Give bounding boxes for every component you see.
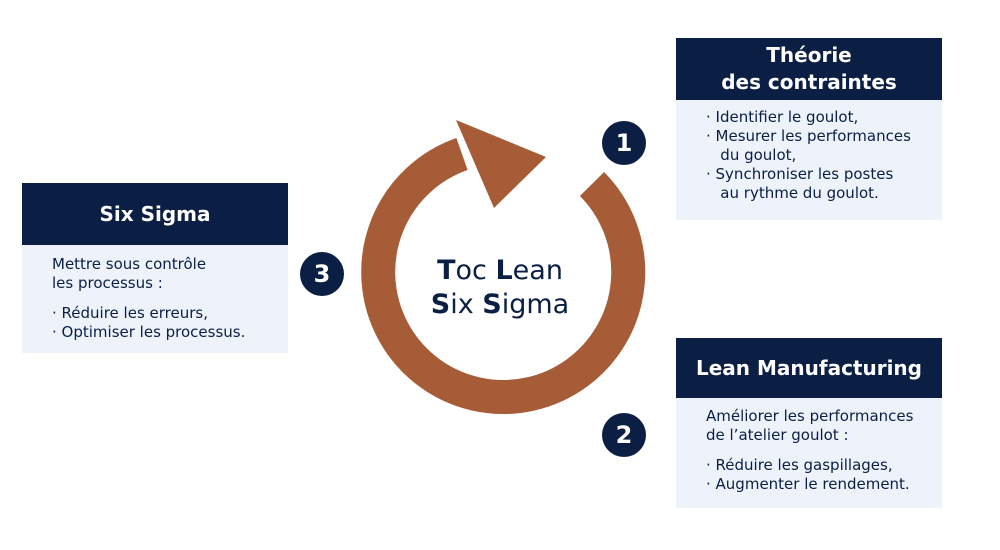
cycle-arc xyxy=(361,137,646,414)
cycle-arrowhead xyxy=(456,120,546,208)
toc-body: · Identifier le goulot, · Mesurer les pe… xyxy=(676,100,942,203)
center-title-line-2-segment: S xyxy=(482,289,502,320)
step-2-badge: 2 xyxy=(602,413,646,457)
center-title-line-1: Toc Lean xyxy=(380,255,620,286)
lean-body: Améliorer les performances de l’atelier … xyxy=(676,398,942,494)
lean-card: Lean Manufacturing Améliorer les perform… xyxy=(676,338,942,508)
lean-intro-line: Améliorer les performances xyxy=(706,407,914,425)
center-title-line-1-segment: oc xyxy=(455,255,496,286)
six-sigma-body: Mettre sous contrôle les processus : · R… xyxy=(22,245,288,342)
toc-card: Théorie des contraintes · Identifier le … xyxy=(676,38,942,220)
step-1-badge: 1 xyxy=(602,121,646,165)
six-sigma-title: Six Sigma xyxy=(22,183,288,245)
lean-bullet: · Augmenter le rendement. xyxy=(706,475,910,493)
toc-line: au rythme du goulot. xyxy=(706,184,879,202)
lean-bullet: · Réduire les gaspillages, xyxy=(706,456,893,474)
toc-title-line-1: Théorie xyxy=(766,43,852,67)
six-sigma-bullet: · Réduire les erreurs, xyxy=(52,304,208,322)
center-title-line-1-segment: ean xyxy=(512,255,563,286)
center-title-line-2: Six Sigma xyxy=(380,289,620,320)
center-title-line-1-segment: L xyxy=(495,255,513,286)
toc-line: du goulot, xyxy=(706,146,797,164)
lean-title: Lean Manufacturing xyxy=(676,338,942,398)
toc-line: · Mesurer les performances xyxy=(706,127,911,145)
toc-title-line-2: des contraintes xyxy=(721,70,897,94)
center-title-line-2-segment: igma xyxy=(501,289,570,320)
six-sigma-intro-line: les processus : xyxy=(52,274,163,292)
six-sigma-intro-line: Mettre sous contrôle xyxy=(52,255,207,273)
lean-intro-line: de l’atelier goulot : xyxy=(706,426,849,444)
center-title-line-1-segment: T xyxy=(437,255,456,286)
toc-title: Théorie des contraintes xyxy=(676,38,942,100)
center-title-line-2-segment: ix xyxy=(450,289,483,320)
center-title-line-2-segment: S xyxy=(430,289,451,320)
six-sigma-card: Six Sigma Mettre sous contrôle les proce… xyxy=(22,183,288,353)
step-3-badge: 3 xyxy=(300,252,344,296)
toc-line: · Identifier le goulot, xyxy=(706,108,859,126)
six-sigma-bullet: · Optimiser les processus. xyxy=(52,323,246,341)
toc-line: · Synchroniser les postes xyxy=(706,165,894,183)
